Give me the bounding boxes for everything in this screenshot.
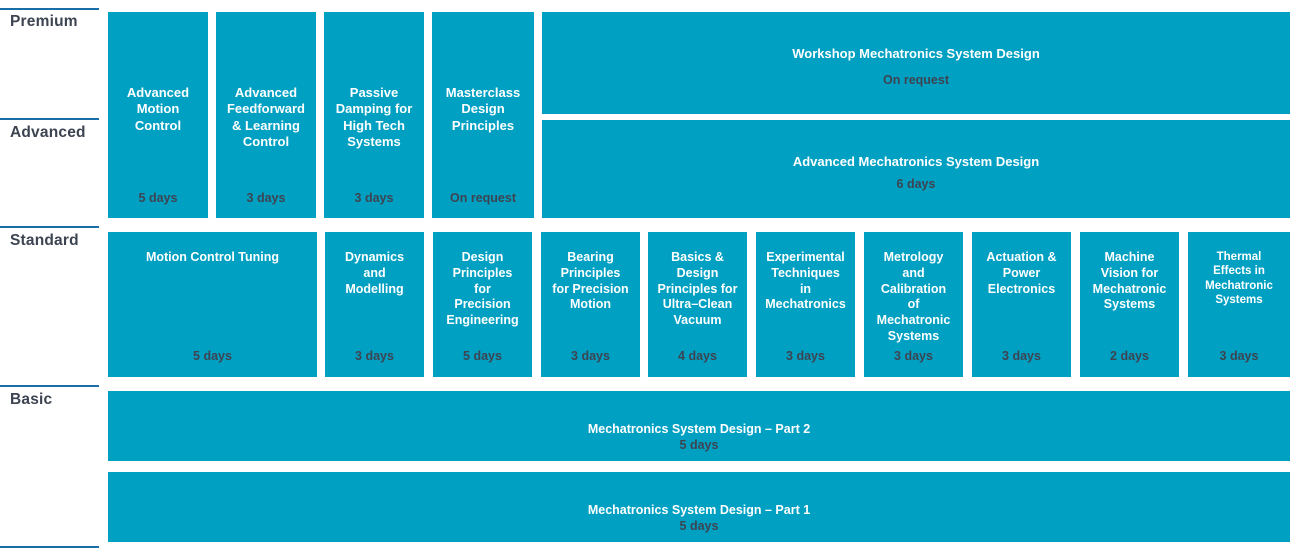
course-title: Metrology and Calibration of Mechatronic… — [876, 250, 951, 343]
course-title: Mechatronics System Design – Part 1 — [587, 503, 811, 517]
course-duration: 5 days — [138, 191, 178, 205]
course-title: Actuation & Power Electronics — [986, 250, 1057, 296]
level-rule-basic — [0, 385, 99, 387]
course-card-metrology-calibration-mechatronic-systems[interactable]: Metrology and Calibration of Mechatronic… — [864, 232, 963, 377]
course-card-mechatronics-system-design-part-1[interactable]: Mechatronics System Design – Part 1 5 da… — [108, 472, 1290, 542]
course-card-passive-damping-high-tech-systems[interactable]: Passive Damping for High Tech Systems 3 … — [324, 12, 424, 218]
course-title: Bearing Principles for Precision Motion — [552, 250, 629, 312]
course-duration: 5 days — [679, 518, 719, 533]
course-duration: 3 days — [894, 349, 933, 363]
course-duration: 3 days — [246, 191, 286, 205]
course-duration: 3 days — [355, 349, 394, 363]
course-card-thermal-effects-mechatronic-systems[interactable]: Thermal Effects in Mechatronic Systems 3… — [1188, 232, 1290, 377]
level-label-standard: Standard — [10, 232, 79, 249]
course-duration: On request — [883, 73, 949, 87]
course-duration: 6 days — [896, 177, 936, 191]
course-card-advanced-mechatronics-system-design[interactable]: Advanced Mechatronics System Design 6 da… — [542, 120, 1290, 218]
level-label-basic: Basic — [10, 391, 53, 408]
level-rule-bottom — [0, 546, 99, 548]
course-duration: 2 days — [1110, 349, 1149, 363]
course-duration: 3 days — [571, 349, 610, 363]
course-duration: On request — [450, 191, 516, 205]
course-card-workshop-mechatronics-system-design[interactable]: Workshop Mechatronics System Design On r… — [542, 12, 1290, 114]
level-label-advanced: Advanced — [10, 124, 86, 141]
course-card-masterclass-design-principles[interactable]: Masterclass Design Principles On request — [432, 12, 534, 218]
level-label-column: Premium Advanced Standard Basic — [0, 0, 99, 554]
course-title: Mechatronics System Design – Part 2 — [587, 422, 811, 436]
course-title: Advanced Feedforward & Learning Control — [226, 85, 305, 150]
level-rule-advanced — [0, 118, 99, 120]
course-duration: 5 days — [463, 349, 502, 363]
level-label-premium: Premium — [10, 13, 78, 30]
course-duration: 5 days — [193, 349, 232, 363]
course-title: Advanced Motion Control — [126, 85, 190, 133]
course-card-advanced-motion-control[interactable]: Advanced Motion Control 5 days — [108, 12, 208, 218]
course-title: Masterclass Design Principles — [445, 85, 521, 133]
course-card-advanced-feedforward-learning-control[interactable]: Advanced Feedforward & Learning Control … — [216, 12, 316, 218]
course-duration: 4 days — [678, 349, 717, 363]
course-card-bearing-principles-precision-motion[interactable]: Bearing Principles for Precision Motion … — [541, 232, 640, 377]
course-card-machine-vision-mechatronic-systems[interactable]: Machine Vision for Mechatronic Systems 2… — [1080, 232, 1179, 377]
course-title: Machine Vision for Mechatronic Systems — [1092, 250, 1167, 312]
level-rule-standard — [0, 226, 99, 228]
level-rule-premium — [0, 8, 99, 10]
course-title: Design Principles for Precision Engineer… — [446, 250, 519, 327]
course-title: Motion Control Tuning — [145, 250, 280, 264]
course-title: Basics & Design Principles for Ultra–Cle… — [657, 250, 738, 327]
course-title: Passive Damping for High Tech Systems — [335, 85, 413, 150]
course-title: Dynamics and Modelling — [344, 250, 405, 296]
course-card-actuation-power-electronics[interactable]: Actuation & Power Electronics 3 days — [972, 232, 1071, 377]
course-card-experimental-techniques-mechatronics[interactable]: Experimental Techniques in Mechatronics … — [756, 232, 855, 377]
course-title: Advanced Mechatronics System Design — [792, 154, 1040, 169]
course-duration: 3 days — [1219, 349, 1259, 363]
course-duration: 3 days — [354, 191, 394, 205]
course-duration: 5 days — [679, 437, 719, 452]
course-title: Thermal Effects in Mechatronic Systems — [1205, 251, 1273, 307]
course-duration: 3 days — [1002, 349, 1041, 363]
course-card-motion-control-tuning[interactable]: Motion Control Tuning 5 days — [108, 232, 317, 377]
course-card-basics-design-principles-ultra-clean-vacuum[interactable]: Basics & Design Principles for Ultra–Cle… — [648, 232, 747, 377]
course-title: Workshop Mechatronics System Design — [792, 46, 1040, 61]
course-duration: 3 days — [786, 349, 825, 363]
course-card-design-principles-precision-engineering[interactable]: Design Principles for Precision Engineer… — [433, 232, 532, 377]
course-title: Experimental Techniques in Mechatronics — [765, 250, 846, 312]
course-card-dynamics-and-modelling[interactable]: Dynamics and Modelling 3 days — [325, 232, 424, 377]
course-card-mechatronics-system-design-part-2[interactable]: Mechatronics System Design – Part 2 5 da… — [108, 391, 1290, 461]
